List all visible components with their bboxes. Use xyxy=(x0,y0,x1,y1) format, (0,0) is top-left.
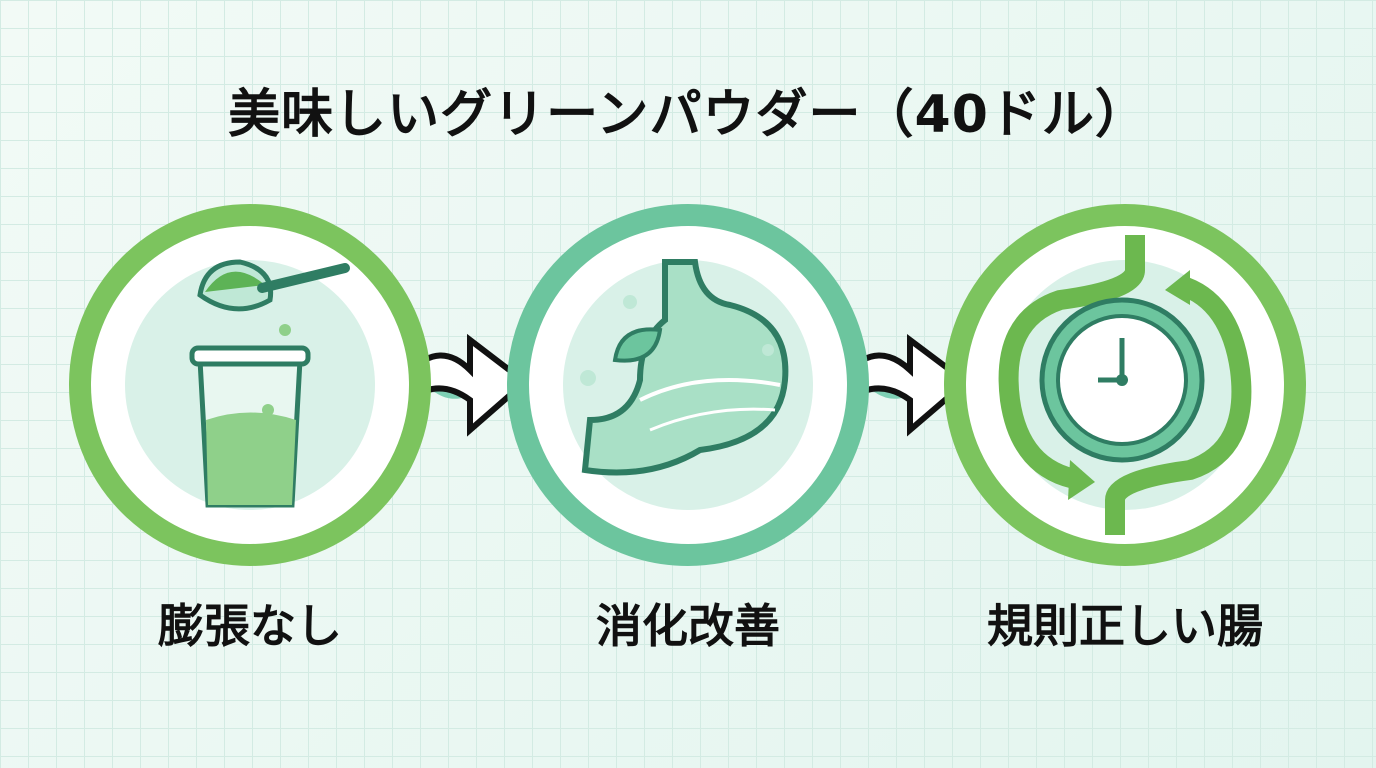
step-label-1: 膨張なし xyxy=(158,599,342,653)
step-label-2: 消化改善 xyxy=(596,599,780,653)
powder-scoop-cup-icon xyxy=(189,259,350,508)
step-circle-2 xyxy=(507,204,869,566)
step-label-3: 規則正しい腸 xyxy=(987,599,1263,653)
step-circle-3 xyxy=(944,204,1306,566)
page-title: 美味しいグリーンパウダー（40ドル） xyxy=(228,85,1148,145)
clock-cycle-icon xyxy=(998,235,1252,535)
step-circle-1 xyxy=(69,204,431,566)
stomach-leaf-icon xyxy=(580,259,789,476)
